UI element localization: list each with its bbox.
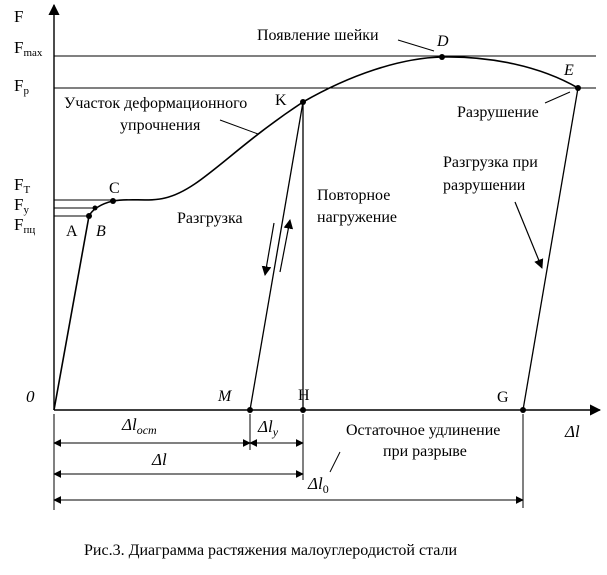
fy-label: Fy	[14, 195, 29, 216]
point-fy-marker	[92, 205, 98, 211]
point-m-label: M	[217, 388, 233, 405]
residual-annotation-line2: при разрыве	[383, 443, 467, 460]
point-h-marker	[300, 407, 306, 413]
unload-fracture-leader-arrow	[514, 201, 544, 269]
x-axis-label: Δl	[564, 422, 580, 441]
point-b-marker	[86, 213, 92, 219]
ft-label: FТ	[14, 175, 30, 196]
dl-0-label: Δl0	[307, 474, 329, 496]
point-g-label: G	[497, 389, 509, 406]
dl-y-label: Δly	[257, 417, 279, 439]
point-g-marker	[520, 407, 526, 413]
point-d-marker	[439, 54, 445, 60]
unload-line-km	[249, 101, 304, 411]
fp-label: Fp	[14, 76, 29, 97]
point-c-label: C	[109, 180, 120, 197]
origin-label: 0	[26, 387, 35, 406]
dl-ost-label: Δlост	[121, 415, 157, 437]
hardening-annotation-line1: Участок деформационного	[64, 95, 247, 112]
fracture-leader	[544, 91, 571, 104]
residual-leader	[329, 451, 341, 473]
fmax-label: Fmax	[14, 38, 43, 59]
point-e-marker	[575, 85, 581, 91]
point-d-label: D	[436, 33, 449, 50]
point-k-marker	[300, 99, 306, 105]
point-m-marker	[247, 407, 253, 413]
dl-label: Δl	[151, 450, 167, 469]
residual-annotation-line1: Остаточное удлинение	[346, 422, 500, 439]
y-axis-label: F	[14, 7, 23, 26]
hardening-annotation-line2: упрочнения	[120, 117, 201, 134]
unloading-annotation: Разгрузка	[177, 210, 243, 227]
neck-annotation: Появление шейки	[257, 27, 379, 44]
neck-leader	[397, 39, 435, 52]
fracture-annotation: Разрушение	[457, 104, 539, 121]
hardening-leader	[219, 119, 259, 135]
point-k-label: K	[275, 92, 287, 109]
reloading-annotation-line1: Повторное	[317, 187, 390, 204]
point-e-label: E	[563, 62, 574, 79]
unload-fracture-annotation-line1: Разгрузка при	[443, 154, 538, 171]
fpc-label: Fпц	[14, 215, 35, 236]
figure-caption: Рис.3. Диаграмма растяжения малоуглероди…	[84, 542, 457, 559]
point-b-label: B	[96, 223, 106, 240]
unloading-arrow	[261, 222, 275, 276]
point-c-marker	[110, 198, 116, 204]
unload-fracture-annotation-line2: разрушении	[443, 177, 526, 194]
point-h-label: H	[298, 387, 310, 404]
reloading-annotation-line2: нагружение	[317, 209, 397, 226]
reloading-arrow	[279, 219, 294, 273]
unload-line-eg	[522, 87, 579, 411]
point-a-label: A	[66, 223, 78, 240]
